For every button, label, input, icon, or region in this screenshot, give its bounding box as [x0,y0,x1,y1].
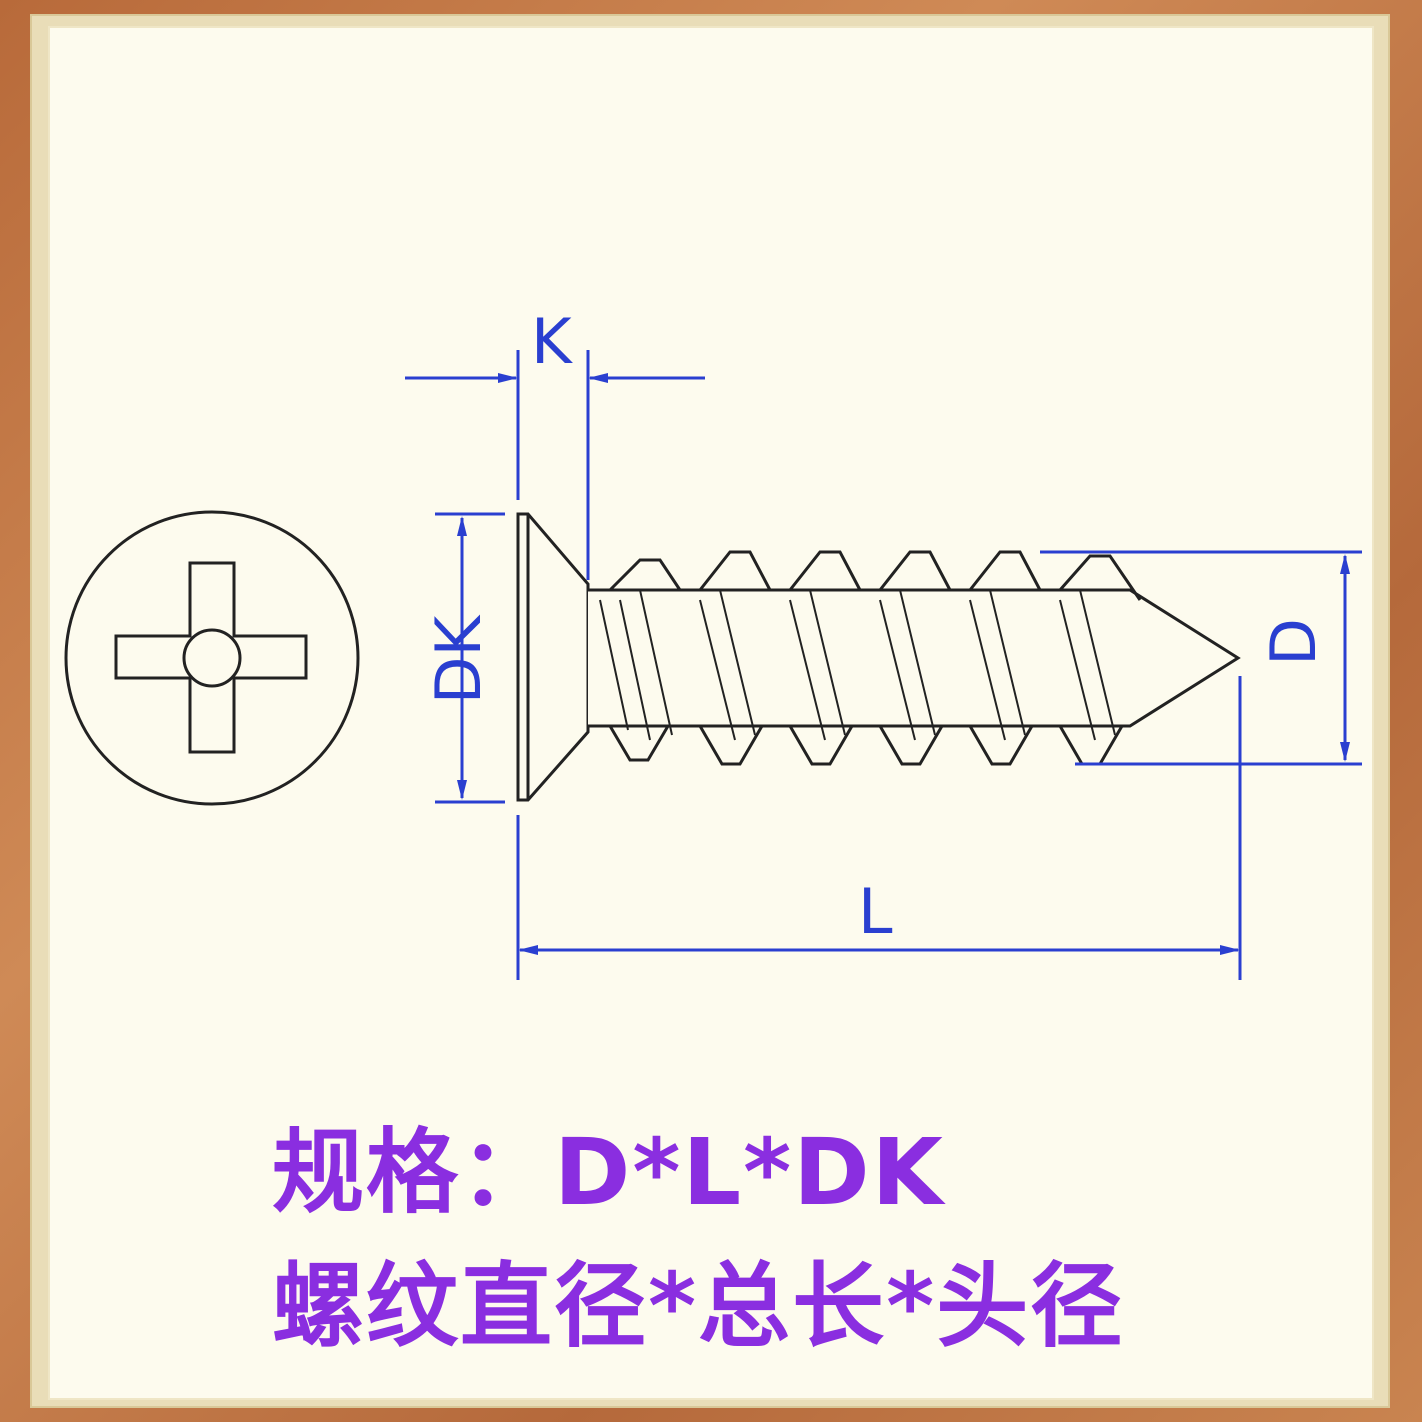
head-top-view [64,510,360,806]
spec-description-line: 螺纹直径*总长*头径 [272,1253,1125,1360]
dimension-l-label: L [858,875,893,948]
spec-format-line: 规格：D*L*DK [272,1119,945,1226]
phillips-cross-icon [114,561,308,754]
dimension-lines [405,350,1362,980]
dimension-k-label: K [531,305,573,378]
dimension-dk-label: DK [422,614,495,704]
dimension-d-label: D [1257,618,1330,666]
screw-side-view [516,512,1241,802]
